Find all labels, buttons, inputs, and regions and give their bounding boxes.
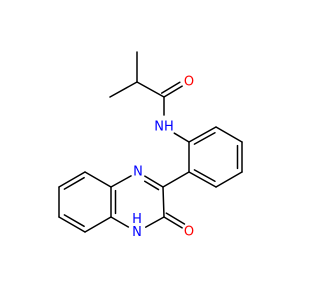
atom-label-text: N [133, 165, 143, 180]
bond-line [215, 126, 243, 143]
atom-label-text: O [184, 75, 194, 90]
double-bond-line [193, 169, 216, 183]
bond-line [188, 126, 217, 143]
atom-label-text: O [184, 225, 194, 240]
double-bond-line [63, 176, 85, 190]
double-bond-line [63, 214, 85, 228]
bond-lines [58, 51, 243, 233]
atom-ring-N: N [133, 165, 143, 180]
bond-line [84, 171, 112, 188]
bond-line [144, 216, 165, 228]
bond-line [144, 175, 164, 188]
double-bond-line [143, 180, 160, 191]
double-bond-line [193, 131, 216, 145]
atom-lactam-O: O [184, 225, 194, 240]
bond-line [162, 186, 165, 218]
bond-line [163, 216, 183, 229]
atom-label-text: NH [154, 120, 174, 135]
bond-line [109, 81, 138, 98]
bond-line [84, 216, 112, 233]
bond-line [215, 171, 243, 188]
double-bond-line [160, 81, 181, 94]
bond-line [58, 216, 86, 233]
bond-line [173, 132, 190, 143]
bond-line [136, 81, 165, 98]
double-bond-line [165, 212, 186, 225]
bond-line [163, 85, 183, 98]
atom-amide-NH: NH [154, 120, 174, 135]
bond-line [110, 216, 130, 228]
bond-line [162, 171, 190, 188]
bond-line [110, 175, 132, 188]
bond-line [58, 171, 86, 188]
bond-line [188, 171, 217, 188]
atom-amide-O: O [184, 75, 194, 90]
